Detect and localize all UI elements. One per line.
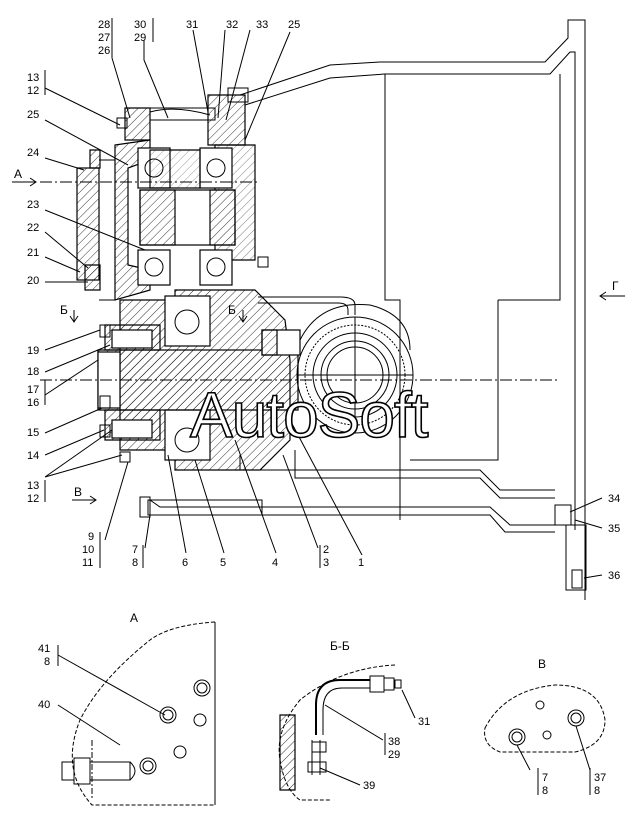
upper-housing [114,139,151,301]
label-6: 6 [182,557,188,569]
label-1: 1 [358,557,364,569]
label-13-bottom: 13 [27,480,39,492]
label-28: 28 [98,19,110,31]
label-3: 3 [323,557,329,569]
part-labels: 28 27 26 30 29 31 32 33 25 13 12 25 24 2… [27,19,620,582]
bevel-gear [296,303,414,434]
fitting-34 [554,504,572,526]
label-10: 10 [82,544,94,556]
label-41: 41 [38,643,50,655]
view-markers: А Б Б В Г [14,167,619,499]
label-40: 40 [38,699,50,711]
label-12-top: 12 [27,85,39,97]
label-7-main: 7 [132,544,138,556]
label-21: 21 [27,247,39,259]
detail-v-title: В [538,657,546,671]
label-2: 2 [323,544,329,556]
watermark: AutoSoft [190,379,429,451]
label-8-a: 8 [44,656,50,668]
label-25-left: 25 [27,109,39,121]
label-36: 36 [608,570,620,582]
main-section-view [40,19,587,600]
label-33: 33 [256,19,268,31]
label-23: 23 [27,199,39,211]
label-22: 22 [27,222,39,234]
label-4: 4 [272,557,278,569]
label-8-v: 8 [542,785,548,797]
label-29-bb: 29 [388,749,400,761]
label-8-v2: 8 [594,785,600,797]
view-marker-v: В [74,485,82,499]
label-17: 17 [27,384,39,396]
label-13-top: 13 [27,72,39,84]
label-15: 15 [27,427,39,439]
section-bb-title: Б-Б [330,639,350,653]
label-26: 26 [98,45,110,57]
label-25-top: 25 [288,19,300,31]
detail-a-title: А [130,611,138,625]
label-7-v: 7 [542,772,548,784]
label-29: 29 [134,32,146,44]
view-marker-a: А [14,167,22,181]
label-20: 20 [27,275,39,287]
label-30: 30 [134,19,146,31]
label-16: 16 [27,397,39,409]
label-32: 32 [226,19,238,31]
plug-40 [61,740,136,800]
label-12-bottom: 12 [27,493,39,505]
view-marker-b-right: Б [228,303,236,317]
label-31-bb: 31 [418,716,430,728]
label-24: 24 [27,147,39,159]
label-9: 9 [88,531,94,543]
detail-view-a: А 41 8 40 [38,611,216,806]
label-18: 18 [27,366,39,378]
label-31-top: 31 [186,19,198,31]
label-27: 27 [98,32,110,44]
label-19: 19 [27,345,39,357]
section-view-bb: Б-Б 31 38 29 39 [278,639,430,801]
label-39: 39 [363,780,375,792]
label-5: 5 [220,557,226,569]
label-35: 35 [608,523,620,535]
view-marker-g: Г [612,279,619,293]
label-38: 38 [388,736,400,748]
label-11: 11 [82,557,93,569]
label-8-main: 8 [132,557,138,569]
detail-view-v: В 7 8 37 8 [484,657,606,797]
view-marker-b-left: Б [60,303,68,317]
label-34: 34 [608,493,620,505]
leader-lines [12,18,625,579]
label-14: 14 [27,450,39,462]
housing-outline [239,19,586,600]
label-37: 37 [594,772,606,784]
